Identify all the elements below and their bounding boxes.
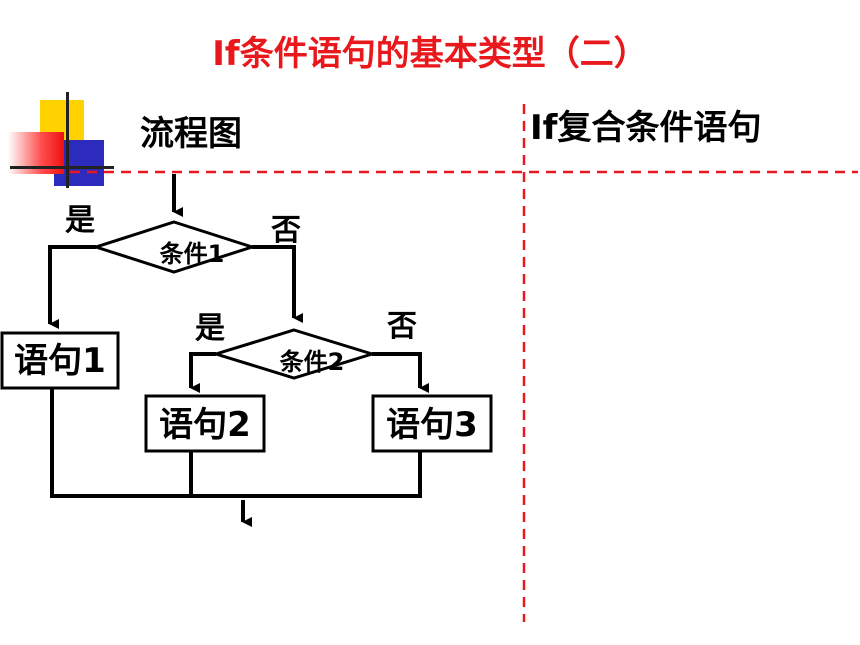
no-2-branch xyxy=(372,352,429,393)
deco-horizontal-line xyxy=(10,166,114,169)
statement-2-box xyxy=(144,394,266,453)
flowchart-heading: 流程图 xyxy=(140,114,242,154)
yes-1-branch xyxy=(48,245,96,329)
yes-1-label: 是 xyxy=(65,203,95,238)
no-2-label: 否 xyxy=(387,309,417,344)
statement-2-label: 语句2 xyxy=(159,405,251,445)
yes-2-label: 是 xyxy=(195,311,225,346)
statement-1-box xyxy=(0,331,120,390)
condition-1-diamond xyxy=(91,220,257,274)
deco-vertical-line xyxy=(66,92,69,188)
statement-3-label: 语句3 xyxy=(386,405,478,445)
slide-title: If条件语句的基本类型（二） xyxy=(212,34,648,74)
no-1-label: 否 xyxy=(271,213,301,248)
condition-2-label: 条件2 xyxy=(280,348,345,376)
no-1-branch xyxy=(252,245,303,323)
statement-1-label: 语句1 xyxy=(14,341,106,381)
condition-2-diamond xyxy=(210,328,378,380)
if-compound-heading: If复合条件语句 xyxy=(530,108,762,148)
yes-2-branch xyxy=(189,352,216,393)
statement-3-box xyxy=(371,394,493,453)
condition-1-label: 条件1 xyxy=(160,240,225,268)
